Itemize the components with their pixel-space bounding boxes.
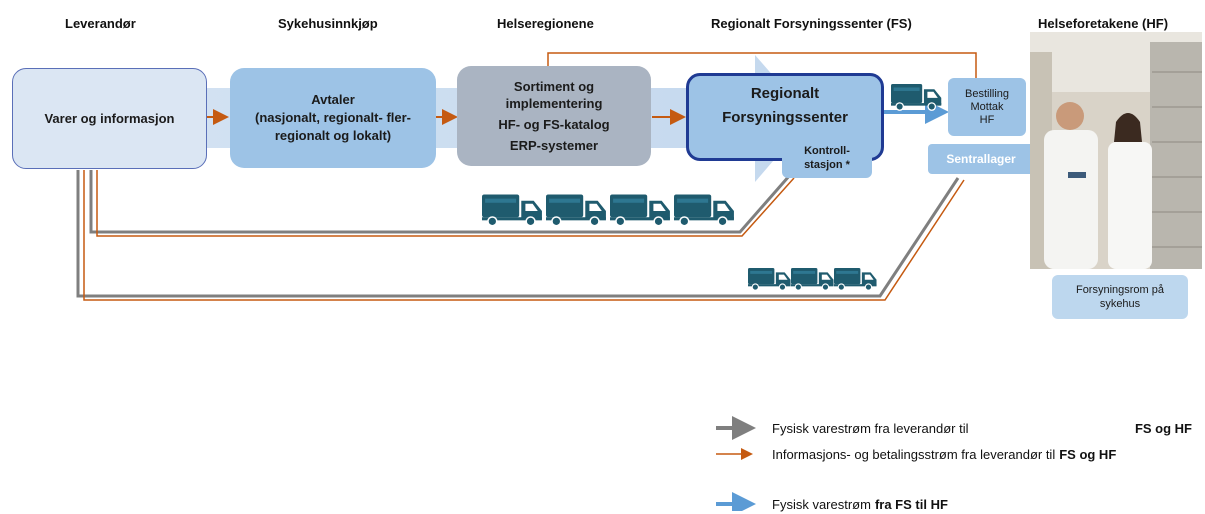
legend-blue-bold: fra FS til HF (874, 496, 948, 512)
truck-icon (891, 84, 942, 111)
box-varer-label: Varer og informasjon (44, 111, 175, 126)
box-fs-line2: Forsyningssenter (722, 109, 848, 126)
legend-grey-row: Fysisk varestrøm fra leverandør til FS o… (716, 418, 1192, 438)
box-bestilling-line2: Mottak (970, 100, 1004, 113)
truck-icon (674, 194, 734, 227)
legend-grey-bold: FS og HF (1134, 420, 1192, 436)
box-kontrollstasjon: Kontroll-stasjon * (782, 137, 872, 178)
header-helseregionene: Helseregionene (497, 16, 594, 31)
box-avtaler-sub: (nasjonalt, regionalt- fler-regionalt og… (254, 110, 411, 143)
grey-flow-to-fs (89, 170, 792, 234)
box-bestilling-line3: HF (979, 113, 995, 126)
truck-icon (748, 268, 791, 291)
box-sortiment-line3: HF- og FS-katalog (498, 117, 610, 132)
legend-blue-text: Fysisk varestrøm (772, 496, 871, 512)
box-avtaler-title: Avtaler (311, 92, 355, 107)
truck-icon (834, 268, 877, 291)
orange-flow-to-fs (96, 170, 795, 237)
header-sykehusinnkjop: Sykehusinnkjøp (278, 16, 378, 31)
box-forsyningsrom: Forsyningsrom på sykehus (1052, 275, 1188, 319)
box-bestilling-line1: Bestilling (964, 87, 1010, 100)
header-hf: Helseforetakene (HF) (1038, 16, 1169, 31)
legend-orange-text: Informasjons- og betalingsstrøm fra leve… (772, 446, 1056, 462)
box-sortiment-line2: implementering (505, 96, 603, 111)
box-sortiment: Sortiment og implementering HF- og FS-ka… (457, 66, 651, 166)
header-leverandor: Leverandør (65, 16, 136, 31)
legend-orange-bold: FS og HF (1059, 446, 1117, 462)
box-fs-line1: Regionalt (750, 85, 820, 102)
box-kontroll-label: Kontroll-stasjon * (804, 144, 850, 171)
orange-flow-to-hf (83, 170, 965, 301)
box-bestilling-mottak: Bestilling Mottak HF (948, 78, 1026, 136)
box-sortiment-line1: Sortiment og (513, 79, 595, 94)
legend-orange-row: Informasjons- og betalingsstrøm fra leve… (716, 444, 1192, 464)
box-sentrallager-label: Sentrallager (946, 152, 1016, 166)
legend-grey-text: Fysisk varestrøm fra leverandør til (772, 420, 969, 436)
info-line-top (547, 52, 977, 78)
box-forsyningsrom-label: Forsyningsrom på sykehus (1075, 284, 1165, 310)
box-sortiment-line4: ERP-systemer (509, 138, 599, 153)
photo-staff-image (1030, 32, 1202, 269)
legend-blue-row: Fysisk varestrøm fra FS til HF (716, 494, 948, 514)
grey-flow-to-hf (76, 170, 960, 298)
box-avtaler: Avtaler (nasjonalt, regionalt- fler-regi… (230, 68, 436, 168)
truck-icon (610, 194, 670, 227)
truck-icon (482, 194, 542, 227)
header-fs: Regionalt Forsyningssenter (FS) (711, 16, 912, 31)
box-sentrallager: Sentrallager (928, 144, 1034, 174)
box-varer-og-informasjon: Varer og informasjon (12, 68, 207, 169)
truck-icon (791, 268, 834, 291)
truck-icon (546, 194, 606, 227)
